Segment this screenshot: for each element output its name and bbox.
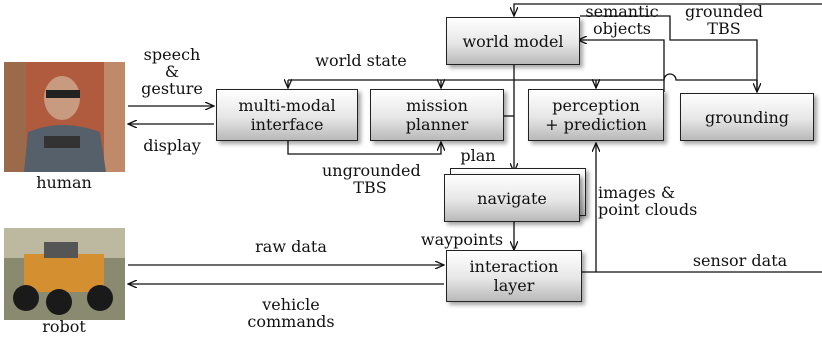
interaction-label-2: layer xyxy=(493,276,535,295)
grounding-label: grounding xyxy=(704,107,790,127)
mission-planner-label-1: mission xyxy=(406,96,468,115)
mission-planner-box[interactable]: mission planner xyxy=(370,89,504,141)
mission-planner-label-2: planner xyxy=(405,115,469,134)
navigate-box[interactable]: navigate xyxy=(444,174,580,222)
navigate-label: navigate xyxy=(477,188,547,208)
multimodal-label-2: interface xyxy=(250,115,324,134)
world-model-label: world model xyxy=(462,31,564,51)
interaction-label-1: interaction xyxy=(469,257,559,276)
display-label: display xyxy=(143,136,201,155)
human-label: human xyxy=(36,173,92,192)
semantic-objects-label: semantic objects xyxy=(585,2,659,38)
speech-gesture-label: speech & gesture xyxy=(141,45,203,98)
vehicle-commands-label: vehicle commands xyxy=(247,295,335,331)
sensor-data-label: sensor data xyxy=(692,251,788,270)
edge-semantic-objects xyxy=(578,40,665,92)
plan-label: plan xyxy=(460,146,496,165)
raw-data-label: raw data xyxy=(255,237,327,256)
world-model-box[interactable]: world model xyxy=(446,17,580,65)
edge-grounding-top xyxy=(514,3,822,16)
interaction-layer-box[interactable]: interaction layer xyxy=(446,250,582,302)
ungrounded-tbs-label: ungrounded TBS xyxy=(322,161,421,197)
multimodal-label-1: multi-modal xyxy=(238,96,336,115)
robot-label: robot xyxy=(42,317,86,336)
perception-label-1: perception xyxy=(552,96,640,115)
edge-grounded-tbs xyxy=(580,15,758,92)
multimodal-interface-box[interactable]: multi-modal interface xyxy=(216,89,358,141)
edge-world-state xyxy=(288,73,757,81)
grounding-box[interactable]: grounding xyxy=(680,93,814,141)
images-point-clouds-label: images & point clouds xyxy=(598,183,698,219)
perception-prediction-box[interactable]: perception + prediction xyxy=(528,89,664,141)
perception-label-2: + prediction xyxy=(545,115,647,134)
edge-ungrounded xyxy=(287,141,441,155)
robot-photo xyxy=(4,228,125,320)
human-photo xyxy=(4,62,125,172)
world-state-label: world state xyxy=(315,51,407,70)
waypoints-label: waypoints xyxy=(420,230,504,249)
grounded-tbs-label: grounded TBS xyxy=(684,2,764,38)
